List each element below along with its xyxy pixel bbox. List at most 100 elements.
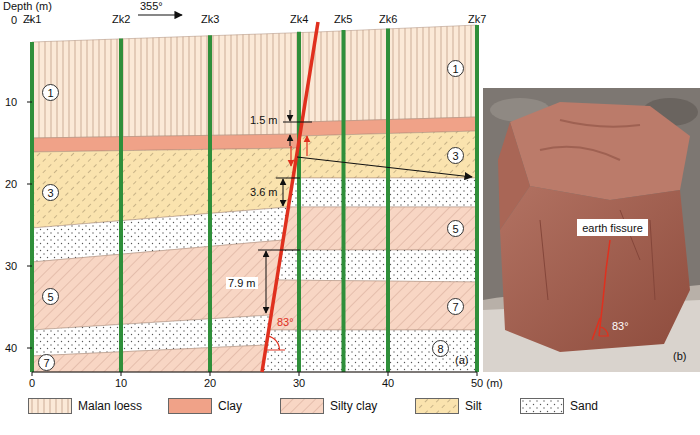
slip-arrow: [290, 146, 291, 166]
offset-tick: [258, 250, 300, 251]
legend-swatch: [280, 398, 324, 414]
distance-tick: 20: [204, 377, 216, 389]
offset-label: 1.5 m: [250, 114, 278, 126]
strata-layers: [32, 25, 477, 372]
legend-swatch: [520, 398, 564, 414]
borehole: [342, 30, 346, 372]
borehole: [30, 42, 34, 372]
panel-letter: (b): [673, 350, 686, 362]
axis-title: Depth (m): [3, 0, 52, 12]
stratum-pattern: [32, 32, 316, 138]
node-text: 7: [43, 357, 49, 369]
layer-number: 8: [432, 340, 449, 357]
angle-arc: [268, 336, 280, 350]
slip-arrow: [306, 136, 307, 156]
dip-angle: 83°: [277, 316, 294, 328]
photo: [483, 88, 700, 372]
layer-number: 5: [447, 220, 464, 237]
borehole-name: Zk1: [23, 13, 41, 25]
legend-text: Silt: [465, 399, 482, 413]
stratum-pattern: [293, 131, 477, 178]
legend-pattern: [29, 399, 72, 414]
legend-pattern-fill: [29, 399, 72, 414]
distance-tick: 40: [382, 377, 394, 389]
legend-pattern: [281, 399, 324, 414]
boreholes: [32, 25, 477, 372]
borehole: [475, 25, 479, 372]
distance-tick: 10: [115, 377, 127, 389]
legend-pattern-fill: [281, 399, 324, 414]
legend-text: Clay: [218, 399, 242, 413]
panel-letter: (a): [455, 354, 468, 366]
dip-angle: 83°: [612, 320, 629, 332]
stratum-pattern: [262, 330, 477, 372]
legend-swatch: [415, 398, 459, 414]
offset-label: 7.9 m: [226, 277, 258, 289]
legend-swatch: [168, 398, 212, 414]
node-text: 1: [452, 63, 458, 75]
legend-pattern: [416, 399, 459, 414]
stratum-fill: [32, 32, 316, 138]
offset-arrow: [266, 251, 267, 313]
layer-number: 7: [447, 298, 464, 315]
legend-pattern-fill: [521, 399, 564, 414]
borehole: [119, 39, 123, 372]
offset-arrow: [283, 179, 284, 206]
borehole-name: Zk4: [290, 13, 308, 25]
layer-number: 7: [38, 354, 55, 371]
depth-tick: 40: [5, 342, 17, 354]
projection-arrow: [297, 157, 472, 177]
offset-tick: [276, 178, 300, 179]
legend-text: Malan loess: [78, 399, 142, 413]
borehole: [208, 35, 212, 372]
stratum-fill: [282, 207, 478, 250]
direction-arrow: [138, 14, 182, 15]
node-text: 3: [47, 187, 53, 199]
callout-box: earth fissure: [577, 219, 648, 236]
layer-number: 3: [42, 184, 59, 201]
depth-tick: 0: [11, 14, 17, 26]
legend-pattern-fill: [416, 399, 459, 414]
axis-ticks: [27, 20, 477, 376]
legend-swatch: [28, 398, 72, 414]
offset-arrow: [290, 135, 291, 146]
legend-text: Silty clay: [330, 399, 377, 413]
depth-tick: 20: [5, 178, 17, 190]
x-axis: [32, 372, 477, 373]
borehole-name: Zk2: [112, 13, 130, 25]
stratum-fill: [293, 131, 477, 178]
layer-number: 1: [447, 60, 464, 77]
borehole-name: Zk3: [201, 13, 219, 25]
offset-tick: [283, 122, 312, 123]
offset-label: 3.6 m: [250, 186, 278, 198]
angle-line: [266, 350, 286, 351]
node-text: earth fissure: [582, 222, 643, 234]
borehole: [386, 28, 390, 372]
stratum-pattern: [282, 207, 478, 250]
layer-number: 1: [42, 84, 59, 101]
layer-number: 5: [42, 288, 59, 305]
borehole: [297, 32, 301, 372]
depth-tick: 10: [5, 96, 17, 108]
stratum-pattern: [32, 345, 266, 372]
distance-tick: 50 (m): [471, 377, 503, 389]
stratum-fill: [262, 330, 477, 372]
layer-number: 3: [447, 147, 464, 164]
stratum-pattern: [277, 250, 477, 282]
node-text: 5: [47, 291, 53, 303]
stratum-fill: [277, 250, 477, 282]
stratum-pattern: [288, 178, 477, 207]
node-text: 8: [437, 343, 443, 355]
node-text: 1: [47, 87, 53, 99]
distance-tick: 30: [293, 377, 305, 389]
azimuth-label: 355°: [140, 0, 163, 12]
distance-tick: 0: [29, 377, 35, 389]
legend-pattern: [521, 399, 564, 414]
stratum-fill: [32, 345, 266, 372]
node-text: 3: [452, 150, 458, 162]
node-text: 5: [452, 223, 458, 235]
borehole-name: Zk6: [379, 13, 397, 25]
stratum-fill: [288, 178, 477, 207]
